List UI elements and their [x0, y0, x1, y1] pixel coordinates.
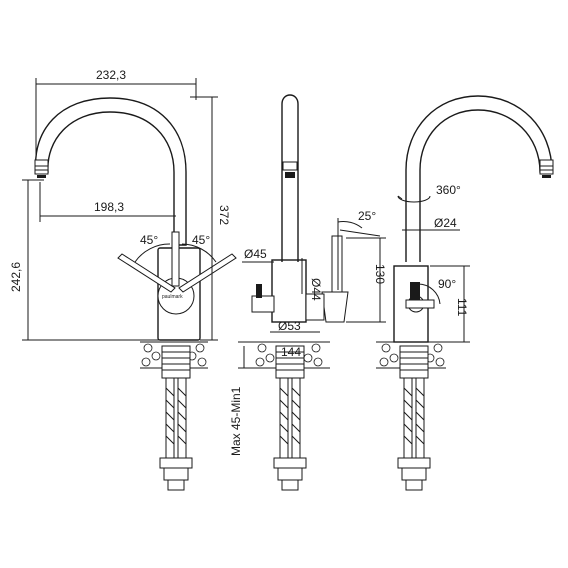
rear-body-height: 111 [455, 298, 469, 317]
front-lever-left [117, 253, 176, 293]
side-base-height: 144 [281, 345, 301, 359]
side-body [271, 259, 307, 323]
side-top-diameter: Ø45 [244, 247, 267, 261]
rear-spout [405, 95, 553, 262]
front-outlet-height-dimension: 242,6 [9, 262, 23, 292]
rear-spout-diameter: Ø24 [434, 216, 457, 230]
front-height-dimension: 372 [217, 205, 231, 225]
front-lever-right-angle: 45° [192, 233, 210, 247]
front-view: paulmark 45° 45° 232,3 372 198,3 242,6 [9, 68, 237, 491]
front-reach-dimension: 198,3 [94, 200, 124, 214]
front-spout [34, 97, 187, 246]
front-mount-nut [161, 345, 191, 379]
rear-view: 360° Ø24 90° 111 [376, 95, 554, 491]
front-lever-right [178, 253, 237, 293]
side-body-diameter: Ø44 [309, 278, 323, 301]
side-counter-thickness: Max 45-Min1 [229, 386, 243, 456]
side-lever [331, 235, 343, 299]
front-spout-tip [34, 159, 49, 175]
rear-swivel-angle: 360° [436, 183, 461, 197]
rear-lever-rotation: 90° [438, 277, 456, 291]
side-lever-height: 130 [373, 264, 387, 284]
front-lever-left-angle: 45° [140, 233, 158, 247]
side-base-diameter: Ø53 [278, 319, 301, 333]
side-view: 25° Ø45 Ø44 130 Ø53 144 Max 45-Min1 [229, 94, 387, 491]
brand-logo: paulmark [162, 294, 183, 300]
side-spout [281, 94, 299, 262]
side-lever-angle: 25° [358, 209, 376, 223]
front-width-dimension: 232,3 [96, 68, 126, 82]
side-lever-stub [251, 295, 275, 313]
